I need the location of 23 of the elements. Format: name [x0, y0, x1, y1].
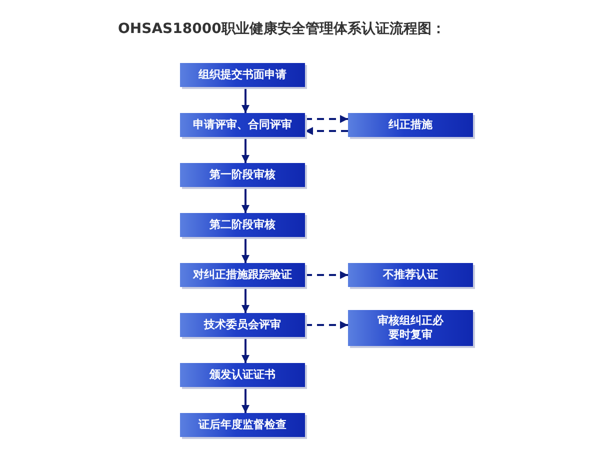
- arrow: [242, 137, 250, 163]
- process-box: 颁发认证证书: [180, 363, 305, 387]
- process-box: 证后年度监督检查: [180, 413, 305, 437]
- process-box: 审核组纠正必要时复审: [348, 310, 473, 346]
- process-box: 第二阶段审核: [180, 213, 305, 237]
- process-box: 技术委员会评审: [180, 313, 305, 337]
- process-box: 第一阶段审核: [180, 163, 305, 187]
- process-box: 申请评审、合同评审: [180, 113, 305, 137]
- arrow: [242, 337, 250, 363]
- process-box: 纠正措施: [348, 113, 473, 137]
- title: OHSAS18000职业健康安全管理体系认证流程图：: [118, 20, 446, 38]
- process-box: 组织提交书面申请: [180, 63, 305, 87]
- arrow: [242, 287, 250, 313]
- process-box: 不推荐认证: [348, 263, 473, 287]
- arrow: [242, 187, 250, 213]
- arrow: [305, 321, 348, 329]
- arrow: [242, 87, 250, 113]
- arrow: [305, 127, 348, 135]
- process-box: 对纠正措施跟踪验证: [180, 263, 305, 287]
- arrow: [242, 387, 250, 413]
- arrow: [305, 271, 348, 279]
- arrow: [305, 115, 348, 123]
- arrow: [242, 237, 250, 263]
